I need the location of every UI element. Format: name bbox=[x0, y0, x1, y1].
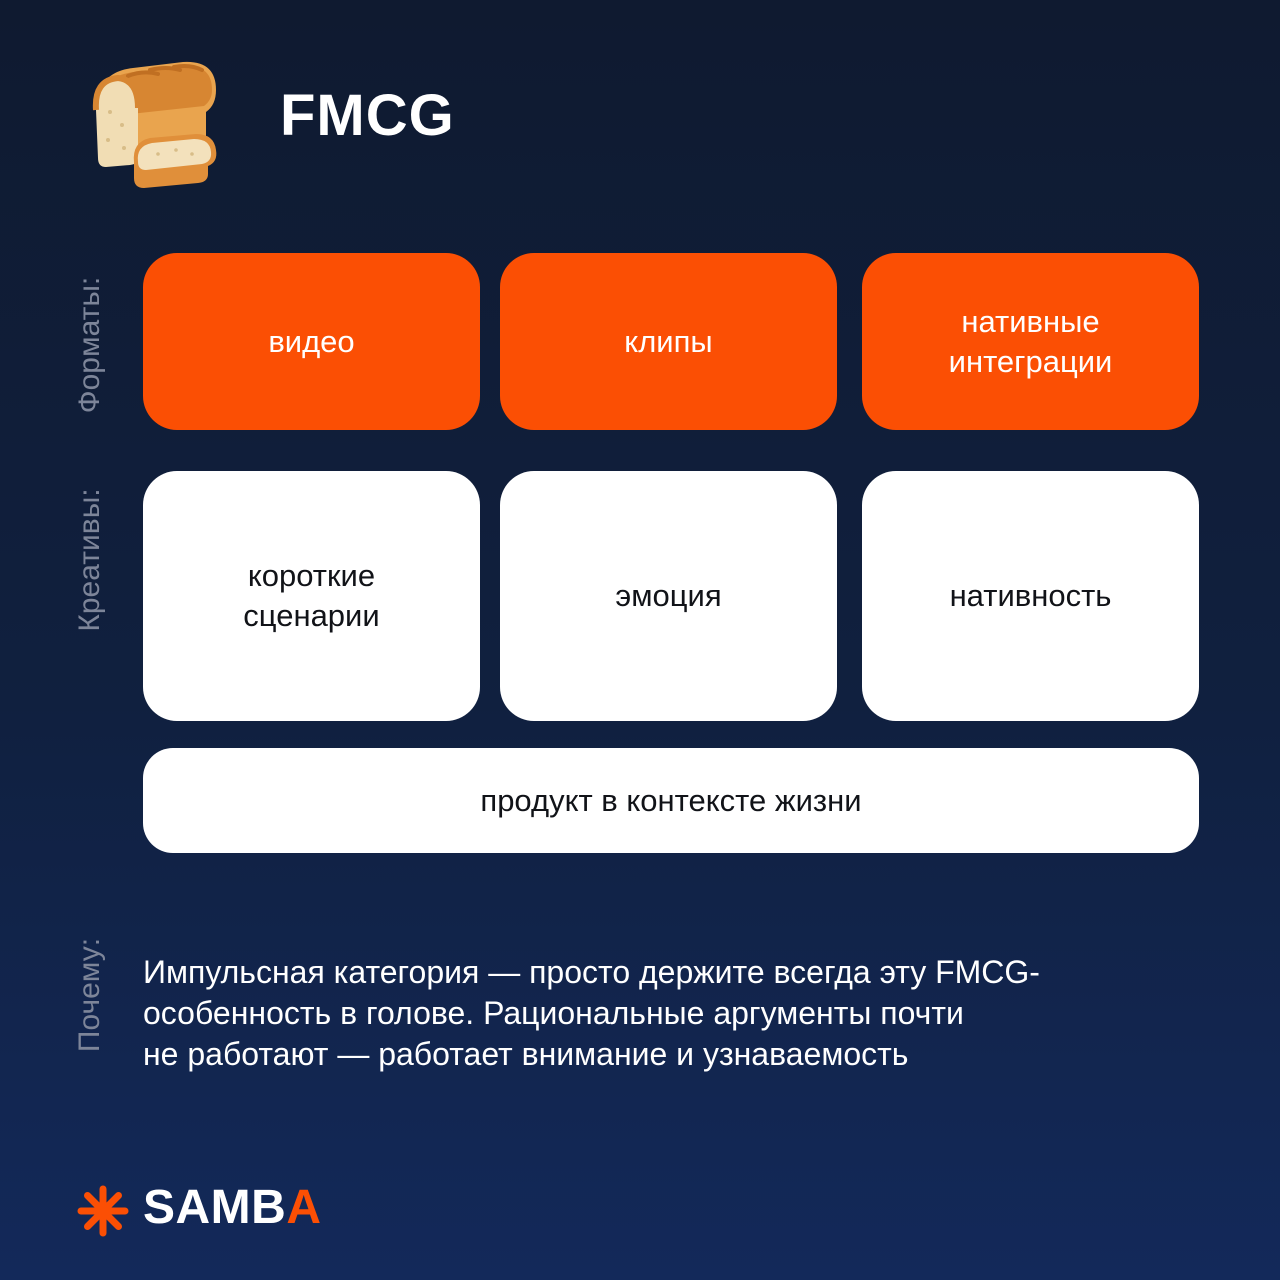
brand-logo-main: SAMB bbox=[143, 1181, 287, 1234]
format-card-clips: клипы bbox=[500, 253, 837, 430]
why-label: Почему: bbox=[73, 937, 106, 1053]
creative-card-label: короткие сценарии bbox=[243, 558, 380, 633]
format-card-native-integrations: нативные интеграции bbox=[862, 253, 1199, 430]
creative-card-nativeness: нативность bbox=[862, 471, 1199, 721]
description-line: не работают — работает внимание и узнава… bbox=[143, 1036, 909, 1072]
asterisk-logo-icon bbox=[76, 1184, 130, 1238]
creative-card-label: продукт в контексте жизни bbox=[480, 782, 862, 818]
formats-label: Форматы: bbox=[73, 276, 106, 414]
creative-card-short-scenarios: короткие сценарии bbox=[143, 471, 480, 721]
brand-logo: SAMBA bbox=[143, 1178, 322, 1238]
creatives-label: Креативы: bbox=[73, 488, 106, 632]
brand-logo-accent: A bbox=[286, 1181, 322, 1234]
format-card-label: клипы bbox=[624, 323, 713, 359]
creative-card-product-in-context: продукт в контексте жизни bbox=[143, 748, 1199, 853]
creative-card-label: эмоция bbox=[615, 578, 722, 613]
format-card-video: видео bbox=[143, 253, 480, 430]
description-line: особенность в голове. Рациональные аргум… bbox=[143, 995, 964, 1031]
page-title: FMCG bbox=[280, 83, 455, 148]
format-card-label: нативные интеграции bbox=[948, 303, 1113, 379]
format-card-label: видео bbox=[268, 323, 355, 359]
bread-icon bbox=[88, 50, 228, 200]
why-description: Импульсная категория — просто держите вс… bbox=[143, 952, 1203, 1075]
creative-card-emotion: эмоция bbox=[500, 471, 837, 721]
creative-card-label: нативность bbox=[949, 578, 1112, 613]
description-line: Импульсная категория — просто держите вс… bbox=[143, 954, 1040, 990]
